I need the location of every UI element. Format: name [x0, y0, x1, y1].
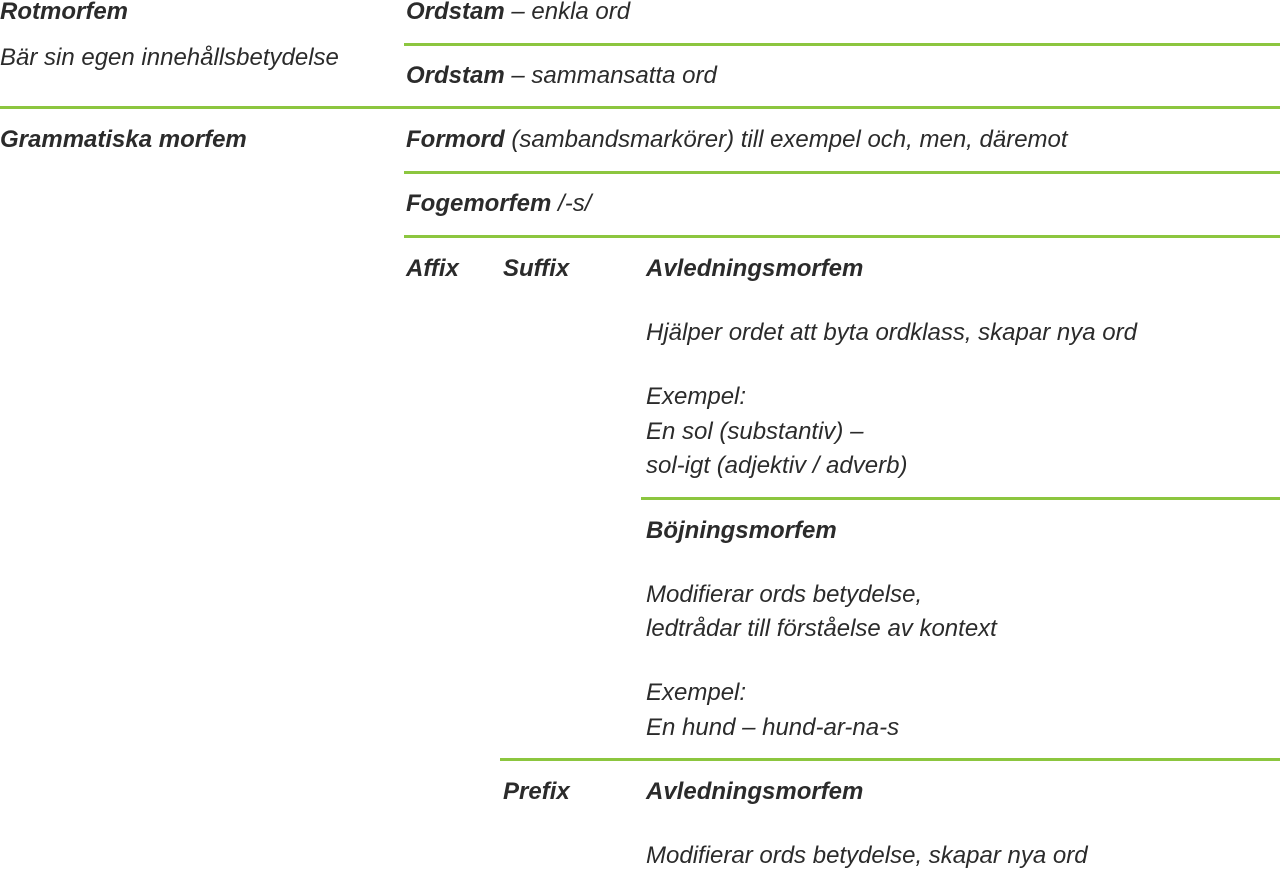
ordstam-enkla-row: Ordstam – enkla ord: [406, 0, 630, 29]
bojning-example-line1: En hund – hund-ar-na-s: [646, 714, 900, 741]
suffix-avledning-example-line1: En sol (substantiv) –: [646, 418, 864, 445]
divider-section: [0, 106, 1280, 109]
bojning-description-line2: ledtrådar till förståelse av kontext: [646, 615, 997, 642]
fogemorfem-row: Fogemorfem /-s/: [406, 187, 591, 221]
suffix-avledning-example-label: Exempel:: [646, 383, 747, 410]
suffix-avledning-description: Hjälper ordet att byta ordklass, skapar …: [646, 319, 1137, 346]
suffix-label: Suffix: [503, 255, 570, 282]
fogemorfem-rest: /-s/: [551, 190, 592, 217]
ordstam-sammansatta-rest: – sammansatta ord: [504, 62, 717, 89]
formord-term: Formord: [406, 126, 505, 153]
formord-rest: (sambandsmarkörer) till exempel och, men…: [504, 126, 1068, 153]
affix-label: Affix: [406, 255, 459, 282]
bojning-description-line1: Modifierar ords betydelse,: [646, 581, 923, 608]
divider-bojning: [500, 758, 1280, 761]
prefix-avledning-description: Modifierar ords betydelse, skapar nya or…: [646, 842, 1088, 869]
bojning-heading: Böjningsmorfem: [646, 517, 837, 544]
grammatiska-heading: Grammatiska morfem: [0, 126, 247, 153]
suffix-avledning-heading: Avledningsmorfem: [646, 255, 864, 282]
prefix-avledning-heading: Avledningsmorfem: [646, 778, 864, 805]
fogemorfem-term: Fogemorfem: [406, 190, 552, 217]
rotmorfem-heading: Rotmorfem: [0, 0, 129, 25]
divider-fogemorfem: [404, 235, 1280, 238]
divider-avledning: [641, 497, 1280, 500]
prefix-label: Prefix: [503, 778, 570, 805]
bojning-example-label: Exempel:: [646, 679, 747, 706]
divider-formord: [404, 171, 1280, 174]
rotmorfem-description: Bär sin egen innehållsbetydelse: [0, 44, 339, 71]
ordstam-sammansatta-term: Ordstam: [406, 62, 505, 89]
ordstam-enkla-term: Ordstam: [406, 0, 505, 25]
suffix-avledning-example-line2: sol-igt (adjektiv / adverb): [646, 452, 908, 479]
formord-row: Formord (sambandsmarkörer) till exempel …: [406, 123, 1068, 157]
divider-ordstam: [404, 43, 1280, 46]
ordstam-enkla-rest: – enkla ord: [504, 0, 631, 25]
ordstam-sammansatta-row: Ordstam – sammansatta ord: [406, 59, 717, 93]
